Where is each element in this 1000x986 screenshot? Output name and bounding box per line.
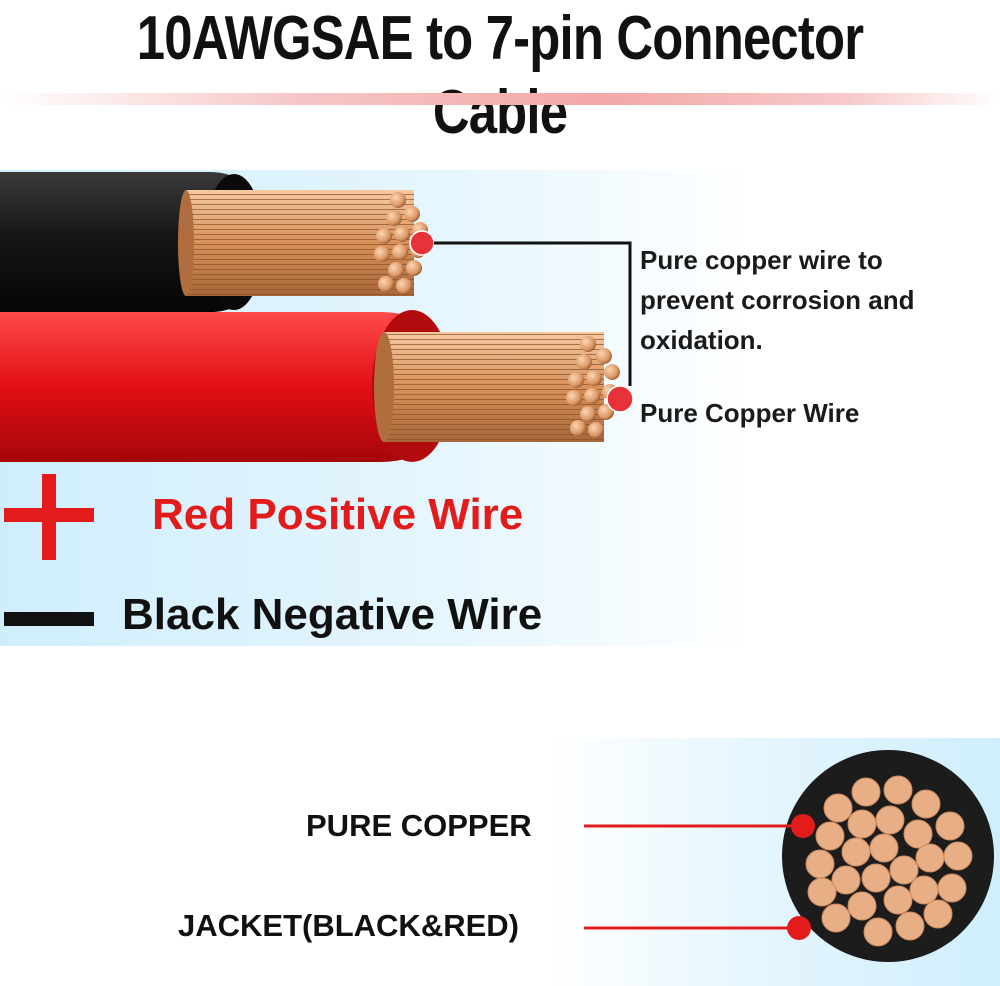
red-cable-marker-dot (606, 385, 634, 413)
black-negative-wire-label: Black Negative Wire (122, 590, 543, 639)
red-positive-wire-label: Red Positive Wire (152, 490, 524, 539)
black-cable (0, 172, 435, 312)
plus-icon (4, 474, 94, 560)
black-cable-marker-dot (409, 230, 435, 256)
pure-copper-wire-note: Pure Copper Wire (640, 398, 860, 428)
black-cable-strand-ends (374, 192, 428, 294)
red-cable-strand-ends (566, 336, 620, 438)
cable-cross-section (584, 750, 994, 962)
pure-copper-label: PURE COPPER (306, 808, 532, 843)
page-title: 10AWGSAE to 7-pin Connector Cable (136, 4, 864, 147)
copper-callout-dot (791, 814, 815, 838)
callout-connector-line (434, 241, 632, 386)
corrosion-note: Pure copper wire to prevent corrosion an… (640, 245, 915, 355)
minus-icon (4, 612, 94, 626)
title-underline (0, 93, 1000, 105)
red-cable (0, 310, 634, 462)
jacket-callout-dot (787, 916, 811, 940)
jacket-label: JACKET(BLACK&RED) (178, 908, 519, 943)
cross-section-copper-strands (805, 775, 973, 947)
